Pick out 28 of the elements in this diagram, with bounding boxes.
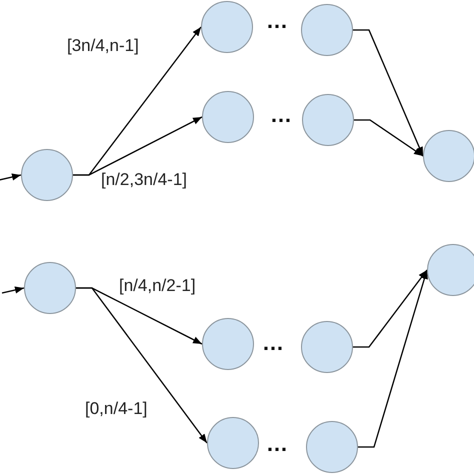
circle-node xyxy=(301,321,353,373)
circle-node xyxy=(302,94,354,146)
arrow xyxy=(76,287,208,444)
circle-node xyxy=(427,244,474,296)
circle-node xyxy=(301,4,353,56)
circle-node xyxy=(207,417,259,469)
arrow xyxy=(358,270,428,448)
ellipsis: … xyxy=(266,10,288,32)
circle-node xyxy=(423,130,474,182)
edge-label: [3n/4,n-1] xyxy=(66,36,140,55)
circle-node xyxy=(202,318,254,370)
circle-node xyxy=(21,149,73,201)
ellipsis: … xyxy=(270,104,292,126)
arrow xyxy=(0,173,22,181)
ellipsis: … xyxy=(262,332,284,354)
ellipsis: … xyxy=(266,433,288,455)
edge-label: [0,n/4-1] xyxy=(84,399,148,418)
circle-node xyxy=(24,262,76,314)
arrow xyxy=(73,116,202,176)
edge-label: [n/4,n/2-1] xyxy=(118,276,197,295)
arrow xyxy=(353,270,428,348)
circle-node xyxy=(201,1,253,53)
arrow xyxy=(354,119,424,157)
circle-node xyxy=(202,91,254,143)
circle-node xyxy=(306,421,358,473)
arrow xyxy=(2,286,24,294)
arrow xyxy=(353,29,424,156)
edge-label: [n/2,3n/4-1] xyxy=(100,170,188,189)
